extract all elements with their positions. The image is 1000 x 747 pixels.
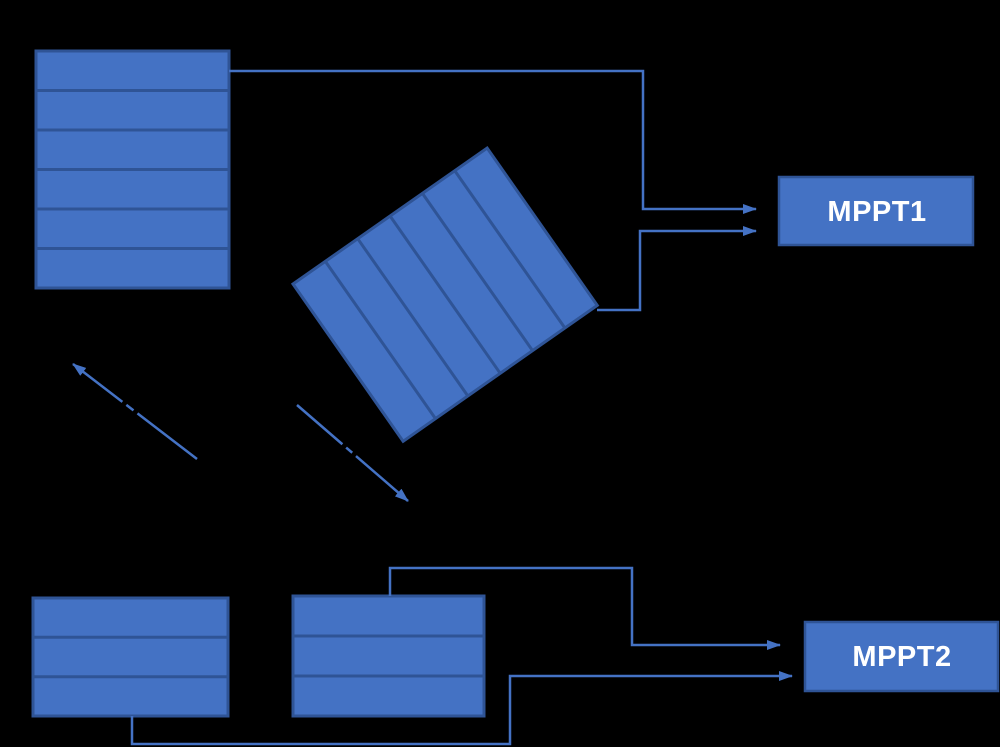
connector-top-left-panel-to-mppt1 [229,69,757,214]
mppt2-label: MPPT2 [852,641,951,673]
pv-panel-bottom-center [291,594,486,718]
mppt1-box: MPPT1 [777,175,975,247]
dashed-arrow-down-right [296,404,409,502]
pv-panel-top-left [34,49,231,290]
mppt2-box: MPPT2 [803,620,1000,693]
dashed-arrow-up-left [72,363,198,460]
connector-tilted-panel-to-mppt1 [597,226,757,312]
connector-bottom-left-panel-to-mppt2 [130,671,793,746]
mppt1-label: MPPT1 [827,196,926,228]
pv-panel-tilted [290,145,600,444]
connector-center-panel-to-mppt2 [388,566,781,650]
pv-panel-bottom-left [31,596,230,718]
